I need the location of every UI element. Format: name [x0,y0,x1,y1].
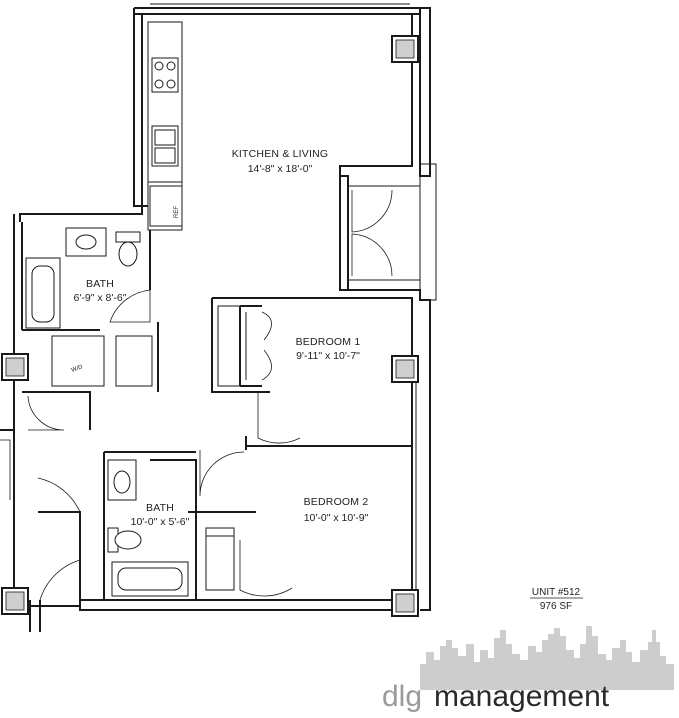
logo-prefix: dlg [382,680,422,713]
bath2-toilet-icon [107,527,142,553]
column-icon [391,589,419,617]
bath1-vanity-icon [65,227,107,257]
bath2-tub-icon [111,561,189,597]
room-labels: KITCHEN & LIVING 14'-8" x 18'-0" BATH 6'… [74,148,369,528]
bedroom1-label: BEDROOM 1 [296,336,361,348]
column-icon [391,355,419,383]
washer-dryer-label: W/D [71,364,85,374]
bath1-toilet-icon [115,231,141,267]
kitchen-sink-icon [151,125,179,167]
unit-info: UNIT #512 976 SF [530,587,583,612]
bedroom2-label: BEDROOM 2 [304,496,369,508]
company-logo: dlg management [382,626,674,713]
bath1-tub-icon [25,257,61,329]
refrigerator-icon: REF [149,185,183,227]
unit-number: UNIT #512 [532,587,581,598]
unit-area: 976 SF [540,601,572,612]
fixtures: REF W/D [25,57,189,597]
bedroom1-dims: 9'-11" x 10'-7" [296,350,360,362]
logo-name: management [434,680,610,713]
structural-columns [1,35,419,617]
bath2-sink-icon [107,459,137,501]
column-icon [1,353,29,381]
interior-walls [13,21,412,600]
refrigerator-label: REF [174,206,180,218]
bath2-label: BATH [146,502,174,514]
bath1-label: BATH [86,278,114,290]
skyline-icon [420,626,674,690]
bedroom2-dims: 10'-0" x 10'-9" [304,512,369,524]
kitchen-living-dims: 14'-8" x 18'-0" [248,163,313,175]
bath1-dims: 6'-9" x 8'-6" [74,292,127,304]
exterior-walls [0,3,437,632]
bath2-dims: 10'-0" x 5'-6" [131,516,190,528]
column-icon [1,587,29,615]
door-swings [0,189,393,601]
stove-icon [151,57,179,93]
kitchen-living-label: KITCHEN & LIVING [232,148,329,160]
column-icon [391,35,419,63]
